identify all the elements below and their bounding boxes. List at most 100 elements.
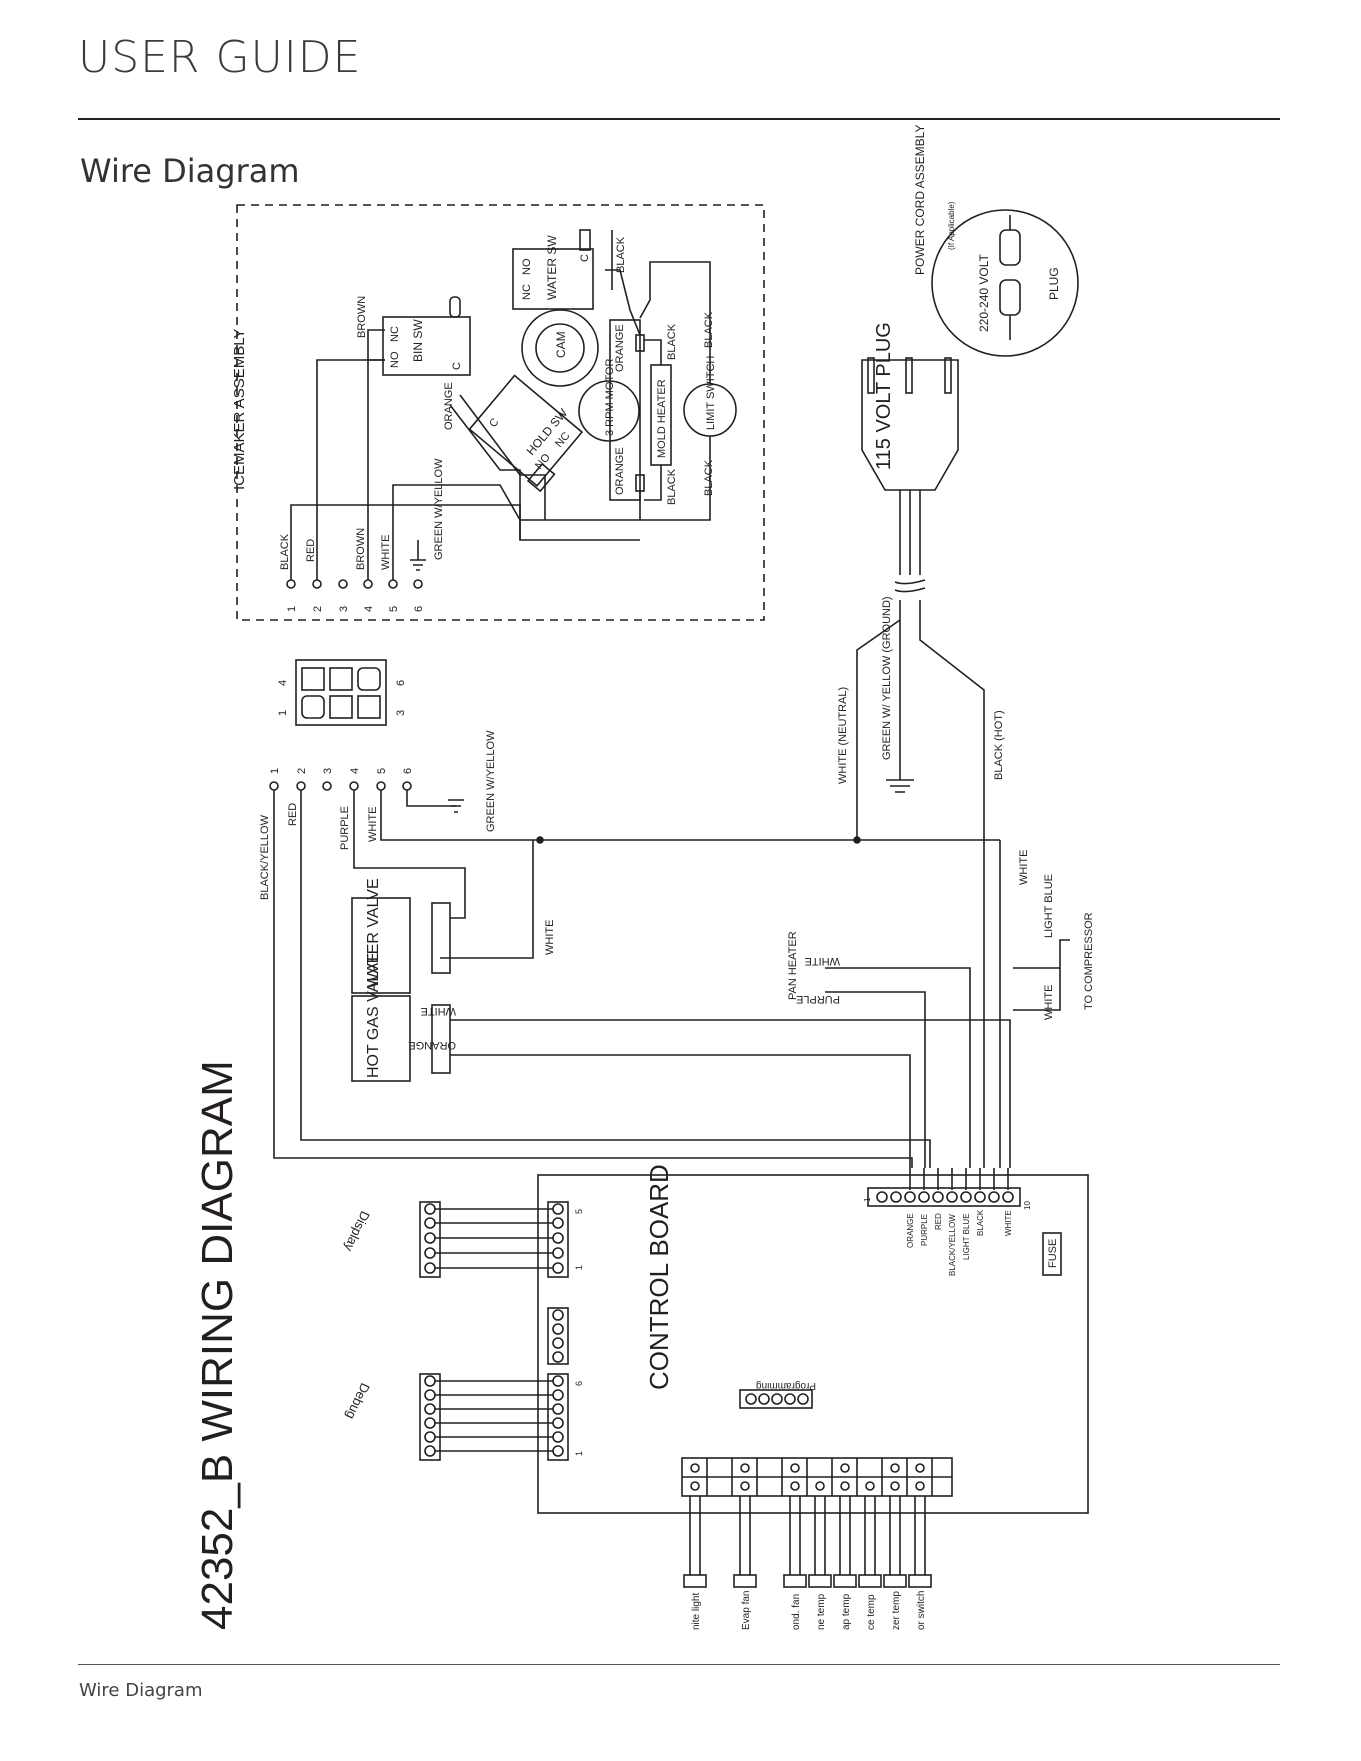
hot-gas-valve-label: HOT GAS VALVE [365, 953, 382, 1078]
svg-text:ap temp: ap temp [841, 1593, 852, 1630]
sensor-labels: nite light Evap fan ond. fan ne temp ap … [691, 1591, 927, 1630]
svg-text:WHITE: WHITE [805, 955, 840, 967]
fuse-label: FUSE [1047, 1239, 1059, 1268]
svg-text:RED: RED [305, 539, 317, 562]
power-cord-assembly [931, 209, 1079, 357]
svg-text:BLACK: BLACK [976, 1209, 985, 1236]
svg-text:1: 1 [863, 1197, 872, 1202]
display-label: Display [341, 1209, 373, 1254]
svg-text:4: 4 [349, 768, 361, 774]
svg-text:(If Applicable): (If Applicable) [947, 201, 956, 250]
svg-text:3: 3 [395, 710, 407, 716]
svg-text:WHITE: WHITE [1018, 850, 1030, 885]
svg-text:WHITE: WHITE [1043, 985, 1055, 1020]
page-title: USER GUIDE [78, 32, 362, 83]
icemaker-assembly-box [236, 204, 765, 621]
section-title: Wire Diagram [80, 152, 300, 190]
svg-text:5: 5 [376, 768, 388, 774]
svg-text:6: 6 [574, 1381, 584, 1386]
ground-label: GREEN W/ YELLOW (GROUND) [881, 596, 893, 760]
light-blue-label: LIGHT BLUE [1043, 874, 1055, 938]
to-compressor-label: TO COMPRESSOR [1083, 912, 1095, 1010]
water-valve-label: WATER VALVE [365, 878, 382, 988]
svg-text:RED: RED [287, 803, 299, 826]
svg-text:WHITE: WHITE [421, 1005, 456, 1017]
svg-text:6: 6 [413, 606, 425, 612]
icemaker-wire-labels: BLACK RED BROWN WHITE GREEN W/YELLOW [279, 458, 445, 570]
svg-text:ORANGE: ORANGE [906, 1213, 915, 1248]
svg-text:NO: NO [521, 258, 533, 275]
plug-115v-label: 115 VOLT PLUG [873, 322, 895, 470]
harness-pin-labels: 1 2 3 4 5 6 [269, 768, 414, 774]
svg-text:NC: NC [389, 326, 401, 342]
programming-connector [739, 1389, 813, 1409]
svg-text:C: C [451, 362, 463, 370]
icemaker-pins [286, 579, 423, 589]
svg-text:1: 1 [574, 1265, 584, 1270]
svg-text:2: 2 [296, 768, 308, 774]
icemaker-title: ICEMAKER ASSEMBLY [231, 329, 248, 490]
fuse [1042, 1232, 1062, 1276]
svg-text:WHITE: WHITE [380, 535, 392, 570]
svg-text:BLACK: BLACK [279, 533, 291, 570]
mold-heater-label: MOLD HEATER [656, 379, 668, 458]
svg-text:5: 5 [574, 1209, 584, 1214]
svg-text:RED: RED [934, 1213, 943, 1230]
svg-text:NO: NO [389, 351, 401, 368]
svg-text:ond. fan: ond. fan [791, 1594, 802, 1630]
hot-label: BLACK (HOT) [993, 710, 1005, 780]
svg-text:ORANGE: ORANGE [614, 447, 626, 495]
harness-wire-labels: BLACK/YELLOW RED PURPLE WHITE GREEN W/YE… [259, 730, 497, 900]
diagram-title: 42352_B WIRING DIAGRAM [193, 1060, 242, 1630]
svg-text:WHITE: WHITE [367, 807, 379, 842]
control-board-title: CONTROL BOARD [644, 1164, 674, 1390]
svg-text:10: 10 [1023, 1201, 1032, 1210]
power-cord-title: POWER CORD ASSEMBLY [913, 125, 927, 275]
brown-wire-label: BROWN [356, 296, 368, 338]
cam-label: CAM [554, 331, 568, 358]
svg-text:PURPLE: PURPLE [796, 993, 840, 1005]
svg-text:BLACK/YELLOW: BLACK/YELLOW [259, 814, 271, 900]
water-valve [351, 897, 411, 994]
svg-text:BLACK: BLACK [703, 311, 715, 348]
svg-text:ne temp: ne temp [816, 1593, 827, 1630]
debug-connector [424, 1375, 564, 1457]
svg-text:1: 1 [286, 606, 298, 612]
svg-text:or switch: or switch [916, 1591, 927, 1630]
limit-switch-label: LIMIT SWITCH [705, 356, 717, 430]
svg-text:PURPLE: PURPLE [920, 1214, 929, 1246]
svg-text:PURPLE: PURPLE [339, 806, 351, 850]
svg-text:ORANGE: ORANGE [614, 324, 626, 372]
svg-text:ce temp: ce temp [866, 1594, 877, 1630]
svg-text:BROWN: BROWN [355, 528, 367, 570]
svg-text:4: 4 [277, 680, 289, 686]
svg-text:1: 1 [269, 768, 281, 774]
svg-text:2: 2 [312, 606, 324, 612]
svg-text:ORANGE: ORANGE [408, 1039, 456, 1051]
neutral-label: WHITE (NEUTRAL) [837, 687, 849, 784]
svg-text:NC: NC [521, 284, 533, 300]
svg-text:Evap fan: Evap fan [741, 1591, 752, 1630]
main-connector-pins [876, 1191, 1014, 1203]
main-connector-wire-labels: ORANGE PURPLE RED BLACK/YELLOW LIGHT BLU… [906, 1209, 1013, 1276]
power-cord-voltage: 220-240 VOLT [977, 254, 991, 332]
plug-115v [861, 359, 959, 491]
pan-heater-label: PAN HEATER [787, 931, 799, 1000]
svg-text:6: 6 [395, 680, 407, 686]
header-rule [78, 118, 1280, 120]
svg-text:4: 4 [363, 606, 375, 612]
svg-text:1: 1 [574, 1451, 584, 1456]
svg-text:5: 5 [388, 606, 400, 612]
hot-gas-valve [351, 995, 411, 1082]
svg-text:GREEN W/YELLOW: GREEN W/YELLOW [485, 730, 497, 832]
footer-rule [78, 1664, 1280, 1665]
motor [578, 380, 640, 442]
water-switch [512, 248, 594, 310]
svg-text:BLACK: BLACK [703, 459, 715, 496]
orange-wire-label: ORANGE [443, 382, 455, 430]
svg-text:LIGHT BLUE: LIGHT BLUE [962, 1213, 971, 1260]
connector-6pin [295, 659, 387, 726]
icemaker-pin-labels: 1 2 3 4 5 6 [286, 606, 425, 612]
svg-text:BLACK: BLACK [666, 468, 678, 505]
